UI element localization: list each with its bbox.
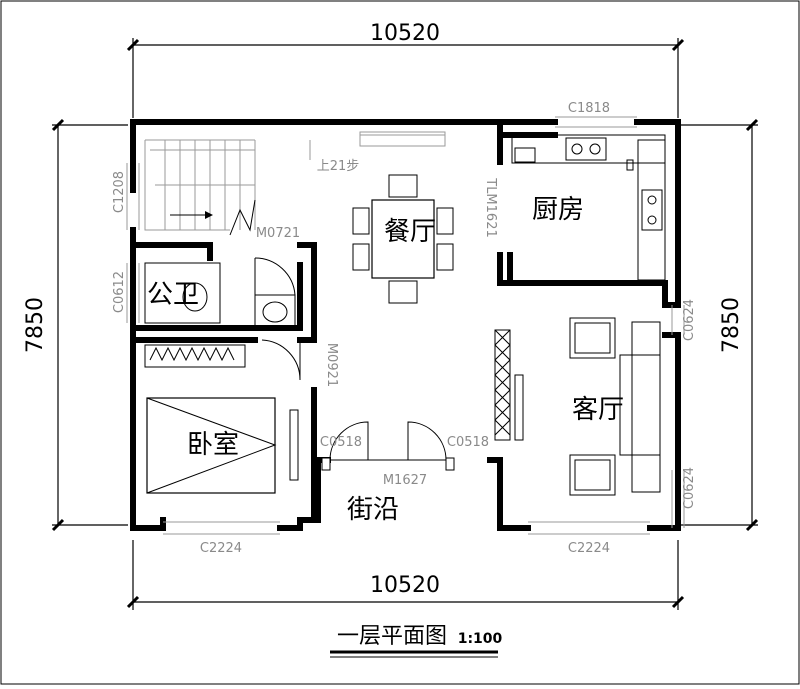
- stairs: [144, 131, 446, 236]
- drawing-title: 一层平面图: [337, 624, 447, 649]
- label-m1627: M1627: [383, 473, 427, 488]
- label-c1208: C1208: [112, 171, 127, 213]
- dimension-right: [680, 118, 759, 532]
- dimension-top: [126, 38, 685, 118]
- label-c2224-left: C2224: [200, 541, 242, 556]
- toilet-fixtures: [144, 257, 296, 329]
- room-dining-label: 餐厅: [384, 217, 436, 247]
- room-kitchen-label: 厨房: [532, 195, 584, 225]
- bedroom-fixtures: [144, 339, 301, 494]
- room-bedroom-label: 卧室: [187, 430, 239, 460]
- dim-left-label: 7850: [23, 297, 48, 353]
- room-porch-label: 街沿: [347, 495, 399, 525]
- room-toilet-label: 公卫: [147, 280, 199, 310]
- living-furniture: [494, 317, 661, 496]
- dimension-bottom: [126, 540, 685, 610]
- label-c0612: C0612: [112, 271, 127, 313]
- kitchen-fixtures: [511, 134, 666, 281]
- label-c2224-right: C2224: [568, 541, 610, 556]
- drawing-scale: 1:100: [458, 631, 503, 647]
- label-m0921: M0921: [324, 343, 339, 387]
- label-tlm1621: TLM1621: [483, 177, 498, 237]
- entry-doors: [329, 421, 447, 461]
- windows: [126, 116, 685, 535]
- dim-top-label: 10520: [370, 21, 440, 46]
- label-stairs: 上21步: [317, 159, 360, 174]
- dimension-left: [51, 118, 128, 532]
- dining-table: [352, 174, 454, 304]
- dim-bottom-label: 10520: [370, 573, 440, 598]
- label-m0721: M0721: [256, 226, 300, 241]
- label-c0518-right: C0518: [447, 435, 489, 450]
- label-c0518-left: C0518: [320, 435, 362, 450]
- label-c0624-lower: C0624: [682, 467, 697, 509]
- label-c0624-upper: C0624: [682, 299, 697, 341]
- room-living-label: 客厅: [572, 395, 624, 425]
- dim-right-label: 7850: [719, 297, 744, 353]
- label-c1818: C1818: [568, 101, 610, 116]
